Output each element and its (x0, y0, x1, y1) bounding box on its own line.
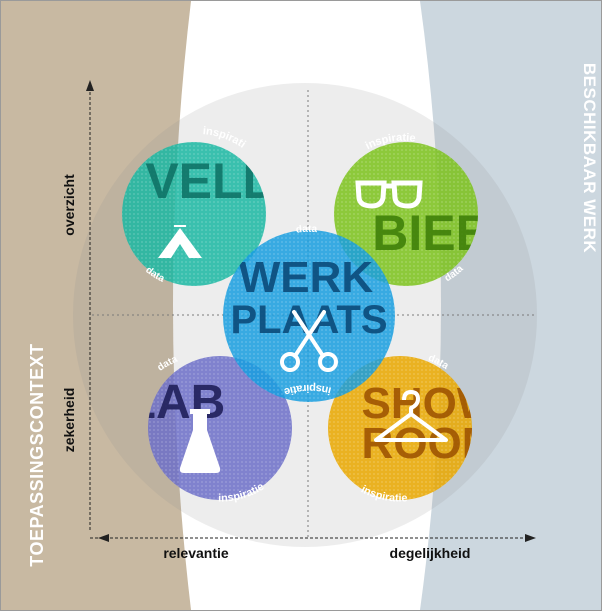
flask-icon (179, 409, 221, 473)
right-panel (420, 1, 601, 610)
bieb-title: BIEB (372, 205, 491, 261)
x-axis-arrow-icon (525, 534, 536, 542)
side-label-toepassingscontext: TOEPASSINGSCONTEXT (27, 343, 47, 566)
axis-label-zekerheid: zekerheid (61, 388, 77, 453)
tent-icon (158, 225, 202, 258)
axis-label-relevantie: relevantie (163, 545, 229, 561)
werkplaats-label-bottom: inspiratie (283, 382, 333, 398)
werkplaats-title-line1: WERK (239, 253, 374, 302)
axis-label-overzicht: overzicht (61, 174, 77, 236)
axis-label-degelijkheid: degelijkheid (390, 545, 471, 561)
left-panel (1, 1, 191, 610)
showroom-title-line2: ROOM (362, 419, 499, 468)
circle-lab: LAB data inspiratie (148, 354, 292, 505)
werkplaats-label-top: data (295, 224, 317, 236)
y-axis-arrow-icon (86, 80, 94, 91)
side-label-beschikbaar-werk: BESCHIKBAAR WERK (580, 63, 599, 254)
circle-showroom: SHOW ROOM data inspiratie (328, 353, 499, 505)
hanger-icon (374, 390, 448, 442)
scissors-icon (280, 310, 338, 372)
x-axis-left-arrow-icon (98, 534, 109, 542)
circle-werkplaats: WERK PLAATS data inspiratie (223, 224, 395, 402)
circle-bieb: BIEB inspiratie data (334, 132, 491, 286)
glasses-icon (355, 180, 423, 209)
